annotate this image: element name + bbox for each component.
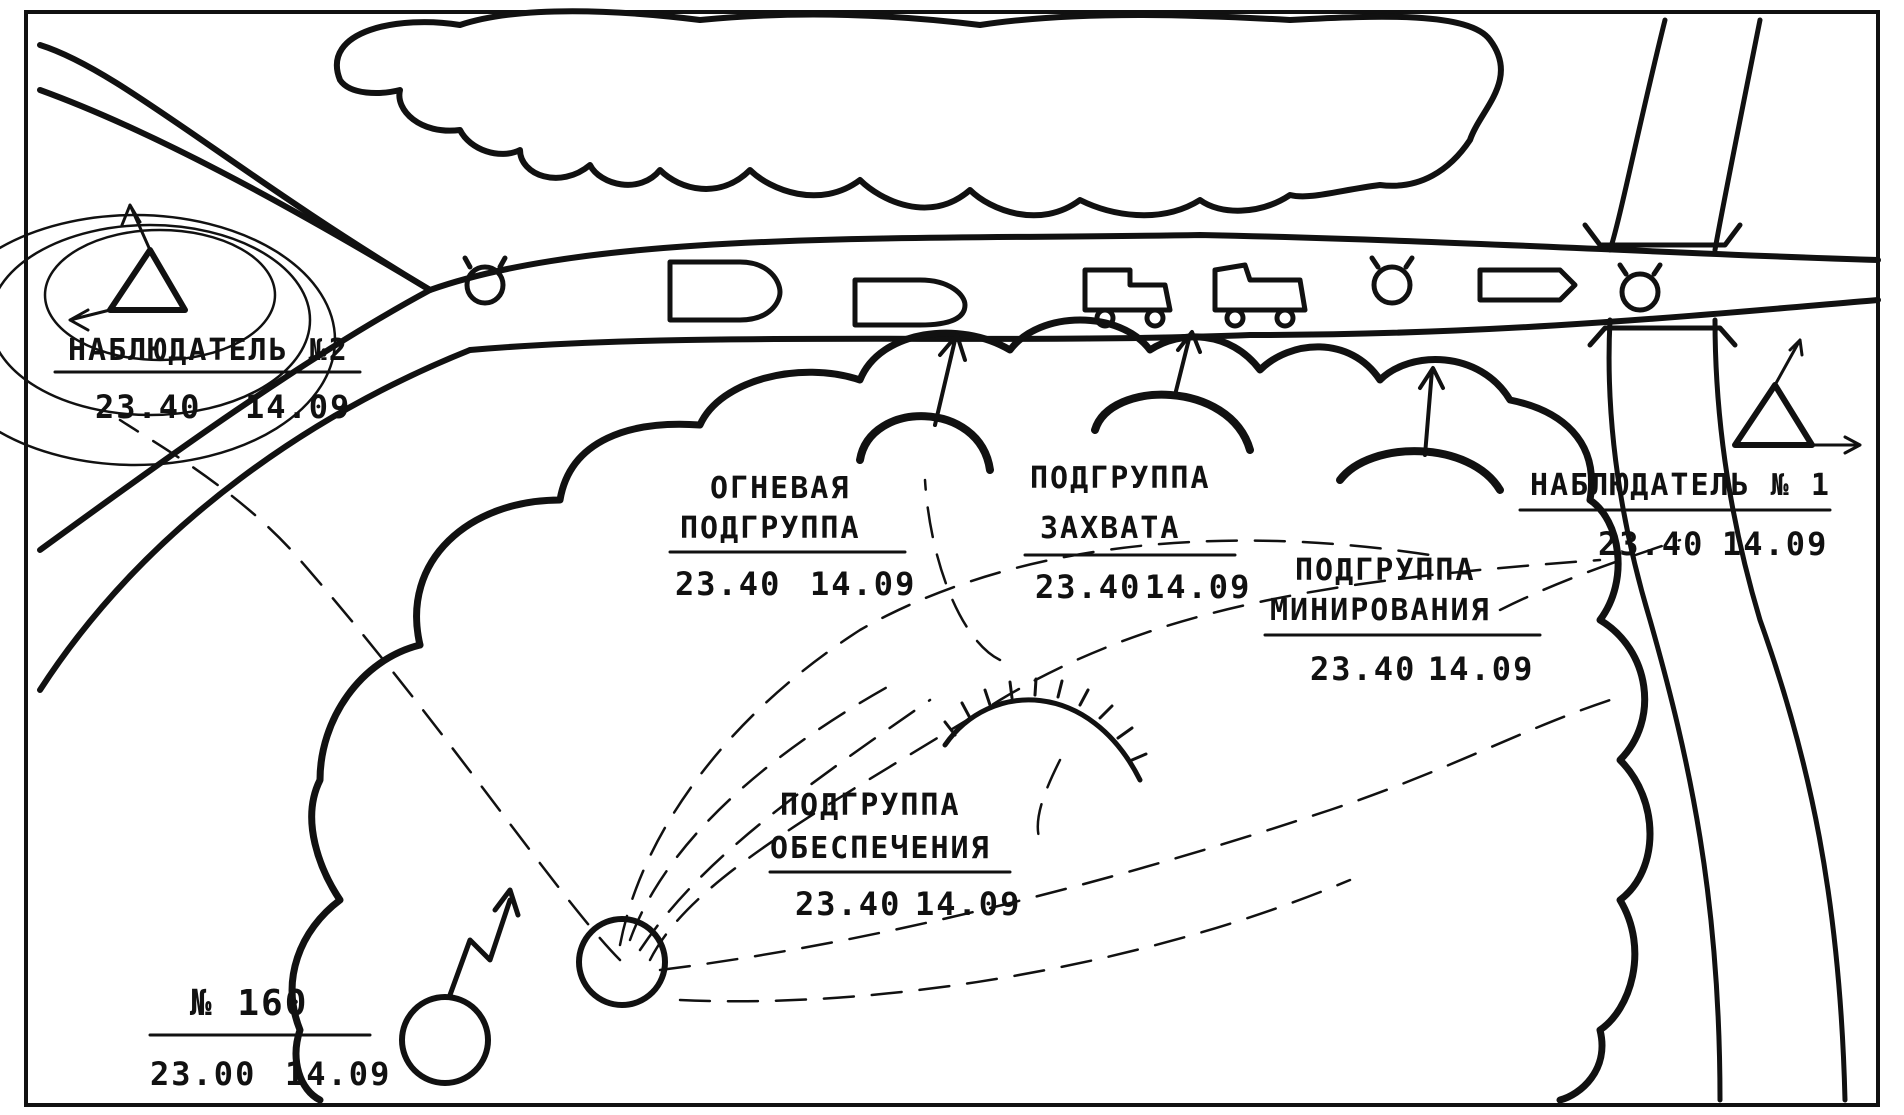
road-left-lower <box>37 347 473 693</box>
label-capture-subgroup: ПОДГРУППА ЗАХВАТА 23.40 14.09 <box>1023 461 1251 606</box>
capture-subgroup-date: 14.09 <box>1145 568 1251 606</box>
fire-subgroup-position <box>856 412 994 474</box>
support-subgroup-trench-icon <box>942 697 1143 783</box>
observer-1-date: 14.09 <box>1722 525 1828 563</box>
forest-top <box>334 8 1504 219</box>
road-vertical-right <box>1712 17 1848 1103</box>
road-symbols <box>462 255 1663 329</box>
unit-160-date: 14.09 <box>285 1055 391 1093</box>
movement-arrows <box>933 330 1445 457</box>
mining-subgroup-title-line-1: ПОДГРУППА <box>1295 553 1476 588</box>
capture-subgroup-time: 23.40 <box>1035 568 1141 606</box>
observer-2-triangle-icon <box>107 247 188 313</box>
capture-subgroup-position <box>1091 390 1254 454</box>
observer-1-triangle-icon <box>1732 382 1815 448</box>
capture-subgroup-title-line-1: ПОДГРУППА <box>1030 461 1211 496</box>
support-subgroup-position-icon <box>576 916 668 1008</box>
fire-subgroup-title-line-1: ОГНЕВАЯ <box>710 471 850 506</box>
bridge-bottom <box>1587 325 1738 348</box>
mining-subgroup-position <box>1336 447 1504 494</box>
vehicle-symbol-2 <box>852 277 968 328</box>
mining-subgroup-title-line-2: МИНИРОВАНИЯ <box>1270 593 1491 628</box>
position-arcs <box>856 390 1504 494</box>
bridge-top <box>1582 222 1743 248</box>
mining-subgroup-date: 14.09 <box>1428 650 1534 688</box>
observer-1-time: 23.40 <box>1598 525 1704 563</box>
road-main-lower <box>467 297 1881 353</box>
vehicle-symbol-1 <box>667 259 783 323</box>
label-observer-2: НАБЛЮДАТЕЛЬ №2 23.40 14.09 <box>53 333 362 426</box>
fire-subgroup-date: 14.09 <box>810 565 916 603</box>
mining-subgroup-time: 23.40 <box>1310 650 1416 688</box>
label-support-subgroup: ПОДГРУППА ОБЕСПЕЧЕНИЯ 23.40 14.09 <box>768 788 1021 923</box>
support-subgroup-title-line-1: ПОДГРУППА <box>780 788 961 823</box>
vehicle-symbol-3 <box>1477 267 1578 303</box>
observer-2-date: 14.09 <box>245 388 351 426</box>
truck-symbol-1 <box>1082 267 1173 313</box>
fire-subgroup-time: 23.40 <box>675 565 781 603</box>
forest-lower-left <box>288 641 424 1104</box>
label-fire-subgroup: ОГНЕВАЯ ПОДГРУППА 23.40 14.09 <box>668 471 916 603</box>
radio-link-icon <box>447 887 521 998</box>
forest-lower <box>413 316 1654 1104</box>
coordination-lines <box>118 418 1682 1003</box>
label-observer-1: НАБЛЮДАТЕЛЬ № 1 23.40 14.09 <box>1518 468 1832 563</box>
observer-1-title: НАБЛЮДАТЕЛЬ № 1 <box>1530 468 1831 503</box>
mine-symbol-2 <box>1371 264 1413 306</box>
observer-2-arrow-icon <box>68 203 152 332</box>
support-subgroup-date: 14.09 <box>915 885 1021 923</box>
observer-2-title: НАБЛЮДАТЕЛЬ №2 <box>68 333 349 368</box>
mine-symbol-1 <box>464 264 506 306</box>
map-frame <box>24 10 1880 1107</box>
fire-subgroup-title-line-2: ПОДГРУППА <box>680 511 861 546</box>
road-main-upper <box>427 232 1881 293</box>
truck-symbol-2 <box>1212 262 1308 313</box>
trench-ticks <box>943 677 1148 762</box>
label-mining-subgroup: ПОДГРУППА МИНИРОВАНИЯ 23.40 14.09 <box>1263 553 1542 688</box>
road-vertical-left <box>1606 17 1723 1103</box>
support-subgroup-title-line-2: ОБЕСПЕЧЕНИЯ <box>770 831 991 866</box>
observer-2-time: 23.40 <box>95 388 201 426</box>
support-subgroup-time: 23.40 <box>795 885 901 923</box>
observer-1-arrow-icon <box>1773 338 1862 455</box>
unit-160-time: 23.00 <box>150 1055 256 1093</box>
unit-160-position-icon <box>399 994 491 1086</box>
unit-160-title: № 160 <box>189 983 308 1024</box>
capture-subgroup-title-line-2: ЗАХВАТА <box>1040 511 1180 546</box>
label-unit-160: № 160 23.00 14.09 <box>148 983 391 1093</box>
mine-symbol-3 <box>1619 271 1661 313</box>
